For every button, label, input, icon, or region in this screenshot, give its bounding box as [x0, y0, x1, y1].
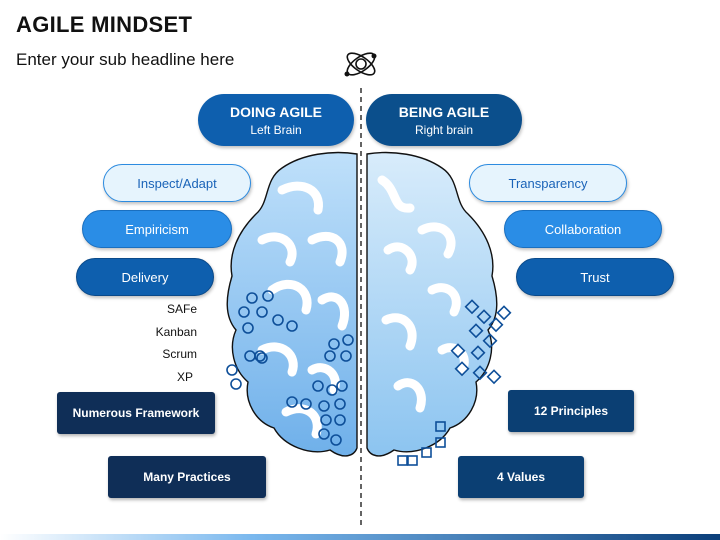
box-many-practices: Many Practices [108, 456, 266, 498]
box-12-principles: 12 Principles [508, 390, 634, 432]
being-agile-sub: Right brain [414, 122, 474, 137]
atom-icon [344, 52, 377, 77]
tag-inspect-adapt: Inspect/Adapt [103, 164, 251, 202]
being-agile-header: BEING AGILE Right brain [366, 94, 522, 146]
doing-agile-title: DOING AGILE [229, 103, 323, 120]
tag-transparency: Transparency [469, 164, 627, 202]
brain-illustration [226, 151, 512, 466]
tag-empiricism: Empiricism [82, 210, 232, 248]
framework-safe: SAFe [166, 302, 197, 316]
tag-delivery: Delivery [76, 258, 214, 296]
doing-agile-sub: Left Brain [250, 122, 302, 137]
box-numerous-framework: Numerous Framework [57, 392, 215, 434]
tag-collaboration: Collaboration [504, 210, 662, 248]
framework-xp: XP [176, 370, 193, 384]
footer-bar [0, 534, 720, 540]
divider-line [360, 88, 362, 528]
page-subtitle: Enter your sub headline here [16, 50, 235, 69]
box-4-values: 4 Values [458, 456, 584, 498]
page-title: AGILE MINDSET [16, 12, 193, 37]
doing-agile-header: DOING AGILE Left Brain [198, 94, 354, 146]
framework-scrum: Scrum [162, 347, 197, 361]
left-hemisphere [226, 151, 358, 457]
framework-kanban: Kanban [155, 325, 197, 339]
tag-trust: Trust [516, 258, 674, 296]
being-agile-title: BEING AGILE [398, 103, 490, 120]
